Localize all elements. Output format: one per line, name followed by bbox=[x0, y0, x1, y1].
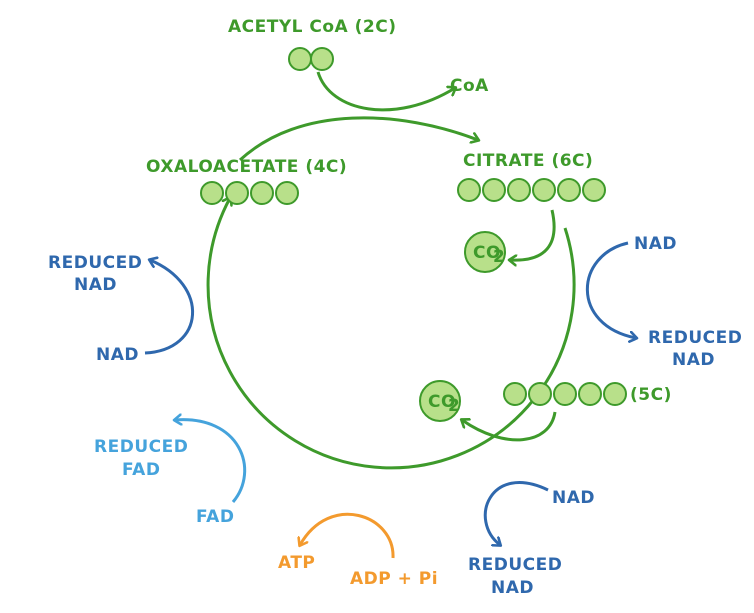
reduced-fad-label: REDUCED bbox=[94, 437, 188, 457]
nad-label-left: NAD bbox=[96, 345, 139, 365]
co2-subscript: 2 bbox=[493, 247, 505, 267]
co2-label: CO bbox=[428, 392, 456, 412]
coa-label: CoA bbox=[450, 76, 489, 96]
cycle-circle bbox=[206, 198, 576, 470]
reduced-nad-label-left: REDUCED bbox=[48, 253, 142, 273]
nad-reduction-arrow-left bbox=[144, 260, 194, 355]
five-carbon-label: (5C) bbox=[630, 385, 672, 405]
five-carbon-molecule bbox=[503, 382, 627, 406]
fad-label: FAD bbox=[196, 507, 234, 527]
reduced-nad-label-bottom-2: NAD bbox=[491, 578, 534, 598]
acetyl-coa-molecule bbox=[288, 47, 334, 71]
co2-release-arrow-2 bbox=[462, 411, 557, 442]
nad-label-bottom: NAD bbox=[552, 488, 595, 508]
oxaloacetate-molecule bbox=[200, 181, 299, 205]
reduced-nad-label-right-upper: REDUCED bbox=[648, 328, 742, 348]
oxaloacetate-label: OXALOACETATE (4C) bbox=[146, 157, 347, 177]
atp-synthesis-arrow bbox=[300, 512, 395, 559]
fad-reduction-arrow bbox=[175, 420, 247, 503]
oxaloacetate-to-citrate-arrow bbox=[238, 116, 478, 162]
citrate-molecule bbox=[457, 178, 606, 202]
reduced-nad-label-right-upper-2: NAD bbox=[672, 350, 715, 370]
reduced-nad-label-bottom: REDUCED bbox=[468, 555, 562, 575]
nad-reduction-arrow-bottom bbox=[483, 481, 549, 545]
acetyl-coa-label: ACETYL CoA (2C) bbox=[228, 17, 396, 37]
co2-label: CO bbox=[473, 243, 501, 263]
reduced-nad-label-left-2: NAD bbox=[74, 275, 117, 295]
co2-subscript: 2 bbox=[448, 396, 460, 416]
nad-reduction-arrow-right-upper bbox=[585, 241, 636, 338]
nad-label-right-upper: NAD bbox=[634, 234, 677, 254]
adp-pi-label: ADP + Pi bbox=[350, 569, 438, 589]
atp-label: ATP bbox=[278, 553, 315, 573]
acetyl-coa-to-coa-arrow bbox=[316, 71, 455, 112]
citrate-label: CITRATE (6C) bbox=[463, 151, 593, 171]
reduced-fad-label-2: FAD bbox=[122, 460, 160, 480]
co2-badge-1: CO 2 bbox=[464, 231, 506, 273]
co2-release-arrow-1 bbox=[510, 209, 556, 260]
co2-badge-2: CO 2 bbox=[419, 380, 461, 422]
